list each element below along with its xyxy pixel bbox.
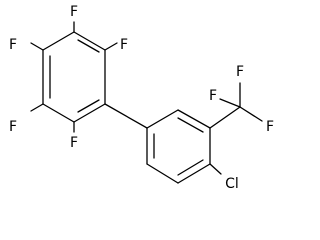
ring-a-double-bond xyxy=(77,39,100,53)
ring-b-bond xyxy=(146,163,179,184)
ring-b-double-bond xyxy=(177,117,204,133)
trifluoromethyl-group xyxy=(209,82,263,129)
atom-labels: F F F F F F F F Cl xyxy=(9,4,274,192)
c-cf3-bond xyxy=(209,106,241,129)
fluorine-label-lower-left: F xyxy=(9,119,17,135)
c-f-bond-lower-left xyxy=(30,103,44,112)
ring-a-bond xyxy=(73,31,106,51)
cf3-f-bond-left xyxy=(219,98,241,108)
c-f-bond-upper-left xyxy=(30,42,44,51)
ring-a-bond xyxy=(42,31,75,51)
chlorine-label: Cl xyxy=(225,176,239,192)
c-f-bond-top-right xyxy=(104,42,118,51)
cf3-fluorine-label-right: F xyxy=(266,119,274,135)
fluorine-label-top: F xyxy=(70,4,78,20)
cf3-fluorine-label-left: F xyxy=(209,88,217,104)
cf3-f-bond-right xyxy=(239,106,263,122)
fluorine-label-top-right: F xyxy=(120,37,128,53)
fluorine-label-upper-left: F xyxy=(9,37,17,53)
ring-b-double-bond xyxy=(177,159,204,176)
chemical-structure: F F F F F F F F Cl xyxy=(9,4,274,192)
ring-b-bond xyxy=(146,109,179,129)
ring-a-bond xyxy=(42,103,75,123)
fluorine-label-bottom: F xyxy=(70,135,78,151)
pentafluorophenyl-ring xyxy=(42,31,106,123)
chlorophenyl-ring xyxy=(146,109,211,184)
ring-b-bond xyxy=(177,163,211,184)
ring-b-bond xyxy=(177,109,211,129)
c-cl-bond xyxy=(209,163,222,175)
ring-a-double-bond xyxy=(77,99,100,113)
cf3-fluorine-label-top: F xyxy=(236,64,244,80)
biaryl-bond xyxy=(104,103,148,129)
ring-a-bond xyxy=(73,103,106,123)
ring-a-substituent-bonds xyxy=(30,21,118,133)
